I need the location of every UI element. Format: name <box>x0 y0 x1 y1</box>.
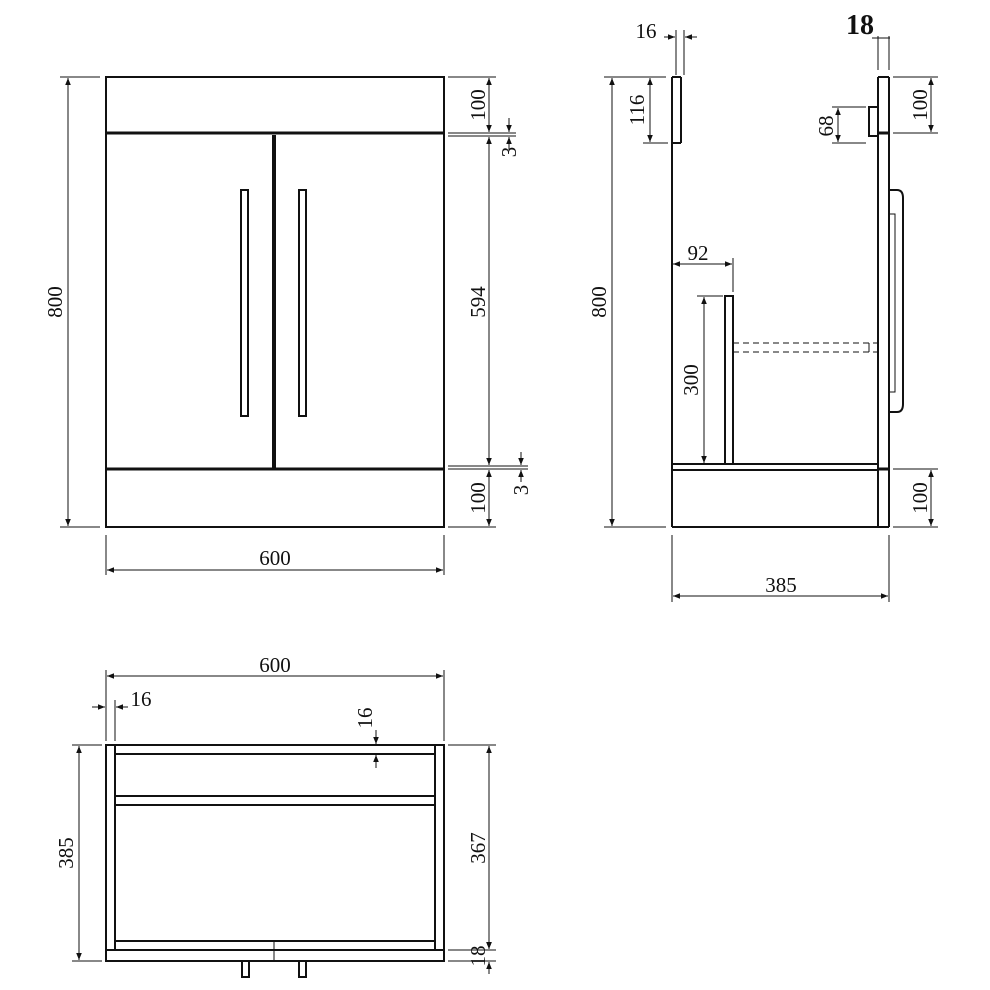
front-height-label: 800 <box>43 286 67 318</box>
side-rail-gap-dimension: 68 <box>814 106 866 144</box>
side-rail-label: 116 <box>625 95 649 126</box>
side-top-thickness-label: 16 <box>636 19 657 43</box>
side-shelf-support <box>724 295 734 465</box>
plan-right-handle <box>298 960 307 978</box>
side-top-panel-label: 100 <box>908 89 932 121</box>
front-width-label: 600 <box>259 546 291 570</box>
side-shelf-height-label: 300 <box>679 364 703 396</box>
plan-rail-thickness-dimension: 16 <box>353 708 379 768</box>
front-top-panel-label: 100 <box>466 89 490 121</box>
plan-depth-label: 385 <box>54 837 78 869</box>
plan-inner-depth-dimension: 367 <box>448 744 496 951</box>
front-right-dimensions: 100 3 594 3 100 <box>448 76 533 528</box>
side-handle-inner <box>889 213 896 393</box>
side-plinth-label: 100 <box>908 482 932 514</box>
side-handle-profile <box>889 189 904 413</box>
side-back-panel-dimension: 18 <box>846 10 890 70</box>
side-rail-gap-label: 68 <box>814 116 838 137</box>
front-width-dimension: 600 <box>105 535 445 575</box>
side-height-label: 800 <box>587 286 611 318</box>
side-shelf-height-dimension: 300 <box>679 295 723 463</box>
front-cabinet-outline <box>105 76 445 528</box>
plan-depth-dimension: 385 <box>54 744 102 962</box>
left-door-handle <box>240 189 249 417</box>
plan-left-handle <box>241 960 250 978</box>
side-top-panel-dimension: 100 <box>893 76 938 134</box>
plan-width-label: 600 <box>259 653 291 677</box>
side-shelf-offset-label: 92 <box>688 241 709 265</box>
side-height-dimension: 800 <box>587 76 666 528</box>
front-height-dimension: 800 <box>43 76 100 528</box>
side-rail-block <box>868 106 879 137</box>
plan-width-dimension: 600 <box>105 653 445 741</box>
plan-side-thickness-label: 16 <box>131 687 152 711</box>
plan-view: 600 16 16 385 367 <box>54 653 496 978</box>
plan-inner-depth-label: 367 <box>466 832 490 864</box>
side-depth-label: 385 <box>765 573 797 597</box>
front-view: 800 600 100 3 594 3 <box>43 76 533 575</box>
plan-rail-thickness-label: 16 <box>353 708 377 729</box>
plan-front-thickness-label: 18 <box>466 946 490 967</box>
side-back-panel-label: 18 <box>846 10 874 41</box>
plan-side-thickness-dimension: 16 <box>92 687 152 741</box>
plan-outline <box>105 744 445 962</box>
right-door-handle <box>298 189 307 417</box>
plan-middle-rail <box>114 795 436 806</box>
side-top-thickness-dimension: 16 <box>636 19 697 75</box>
side-shelf-offset-dimension: 92 <box>673 241 734 292</box>
front-plinth-label: 100 <box>466 482 490 514</box>
side-plinth-dimension: 100 <box>893 468 938 528</box>
side-view: 800 116 16 18 68 <box>587 10 938 602</box>
front-bottom-gap-label: 3 <box>509 485 533 496</box>
side-depth-dimension: 385 <box>671 535 890 602</box>
front-top-gap-label: 3 <box>497 147 521 158</box>
plan-front-thickness-dimension: 18 <box>448 938 496 974</box>
front-door-height-label: 594 <box>466 286 490 318</box>
side-rail-dimension: 116 <box>625 78 668 144</box>
